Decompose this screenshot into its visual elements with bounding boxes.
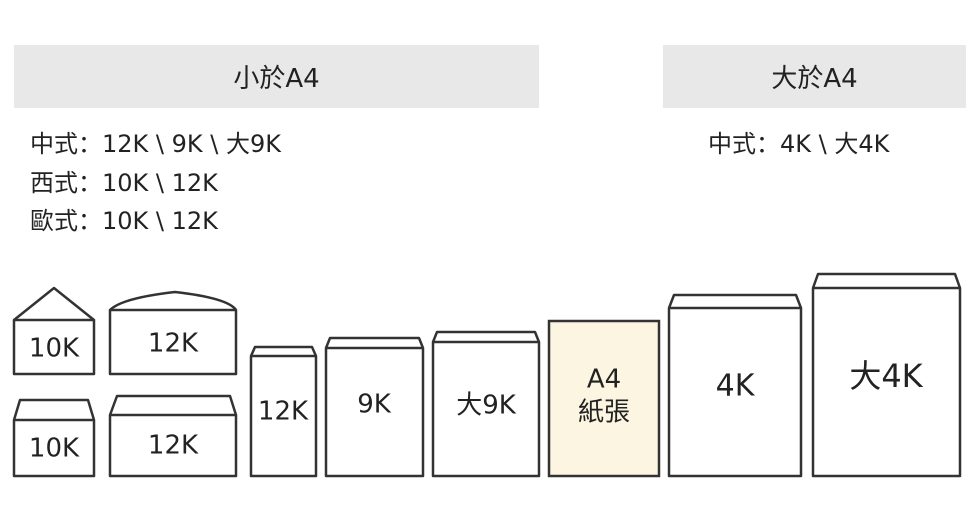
envelope-10k-bottom-label: 10K — [29, 434, 80, 464]
chinese-style-line: 中式：12K \ 9K \ 大9K — [30, 130, 281, 158]
western-style-line: 西式：10K \ 12K — [30, 169, 218, 197]
envelope-4k-label: 4K — [716, 369, 756, 404]
envelope-big-4k-label: 大4K — [849, 357, 923, 395]
envelope-big-9k-label: 大9K — [456, 391, 517, 421]
a4-paper — [547, 319, 661, 478]
envelope-10k-top-label: 10K — [29, 334, 80, 364]
header-smaller-label: 小於A4 — [233, 64, 320, 94]
envelope-10k-top — [12, 286, 96, 376]
larger-chinese-style-line: 中式：4K \ 大4K — [708, 130, 890, 158]
envelope-12k-bottom-label: 12K — [148, 431, 199, 461]
header-larger-label: 大於A4 — [771, 64, 858, 94]
a4-paper-label-line2: 紙張 — [578, 398, 630, 428]
envelope-12k-top-label: 12K — [148, 329, 199, 359]
envelope-12k-tall-label: 12K — [258, 397, 309, 427]
envelope-9k-label: 9K — [357, 390, 392, 420]
header-smaller-than-a4: 小於A4 — [14, 45, 539, 108]
european-style-line: 歐式：10K \ 12K — [30, 207, 218, 235]
a4-paper-label-line1: A4 — [587, 365, 621, 395]
header-larger-than-a4: 大於A4 — [663, 45, 966, 108]
